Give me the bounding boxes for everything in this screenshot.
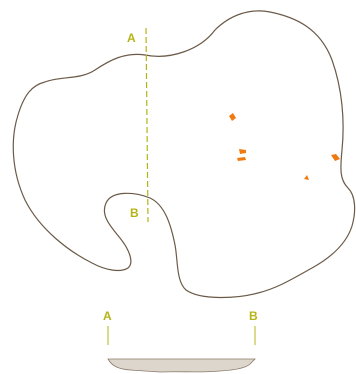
marker-fragment bbox=[237, 157, 246, 161]
area-outline bbox=[13, 11, 354, 298]
marker-fragment bbox=[229, 113, 236, 121]
cross-section-profile: A B bbox=[103, 309, 258, 372]
profile-label-a: A bbox=[103, 309, 112, 323]
profile-label-b: B bbox=[249, 309, 258, 323]
section-label-a: A bbox=[127, 31, 136, 45]
marker-fragment bbox=[239, 149, 246, 154]
profile-shape bbox=[108, 359, 255, 372]
section-label-b: B bbox=[130, 206, 139, 220]
marker-fragment bbox=[331, 154, 340, 161]
marker-fragment bbox=[304, 175, 309, 180]
section-line bbox=[146, 28, 148, 222]
marker-group bbox=[229, 113, 340, 180]
